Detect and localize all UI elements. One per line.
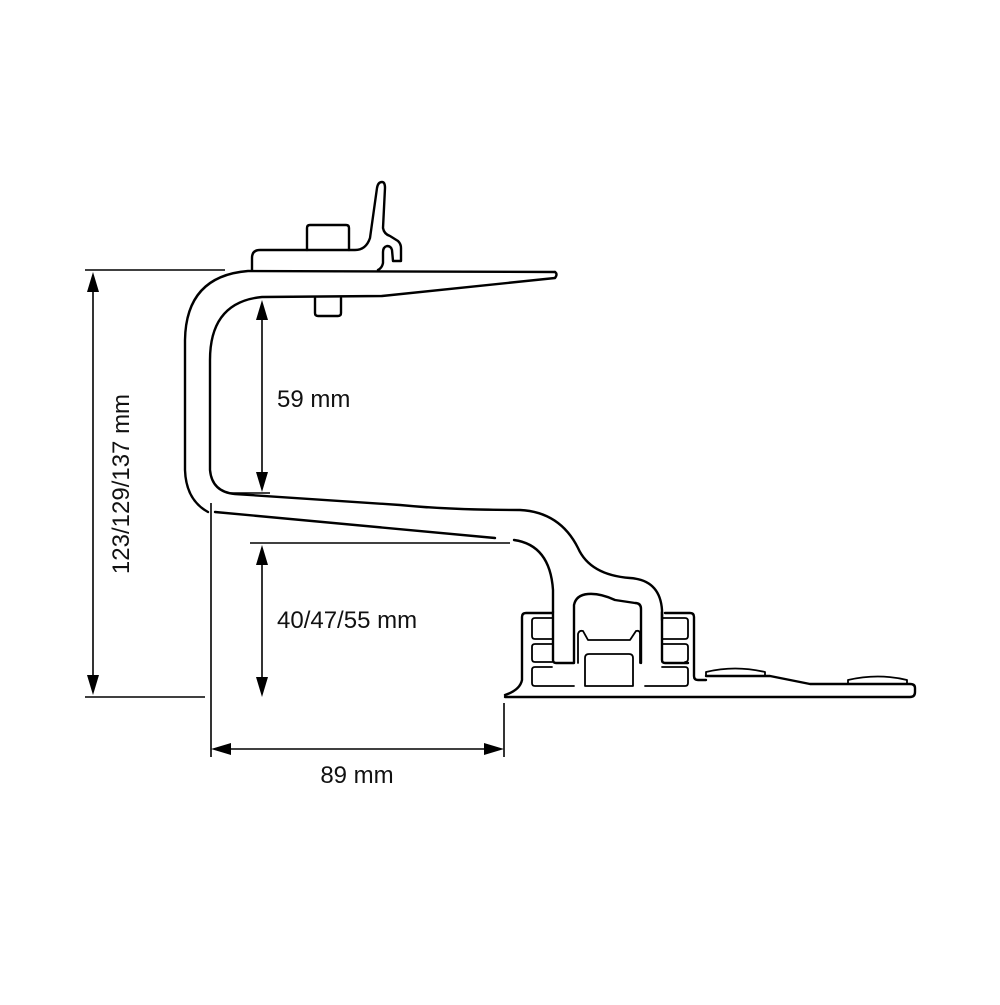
dimension-upper-clearance: 59 mm: [228, 300, 350, 494]
total-height-label: 123/129/137 mm: [108, 394, 135, 574]
lower-height-label: 40/47/55 mm: [277, 607, 417, 634]
dimension-total-height: 123/129/137 mm: [85, 269, 225, 698]
dimension-lower-height: 40/47/55 mm: [250, 542, 510, 697]
upper-clearance-label: 59 mm: [277, 386, 350, 413]
dimension-horizontal-offset: 89 mm: [210, 503, 505, 789]
horizontal-offset-label: 89 mm: [320, 762, 393, 789]
base-plate: [503, 667, 917, 699]
hook-body: [183, 269, 664, 622]
screw-head-right-icon: [847, 675, 908, 685]
screw-head-left-icon: [705, 667, 766, 677]
rail-clamp: [250, 180, 403, 318]
base-profile: [503, 592, 708, 697]
